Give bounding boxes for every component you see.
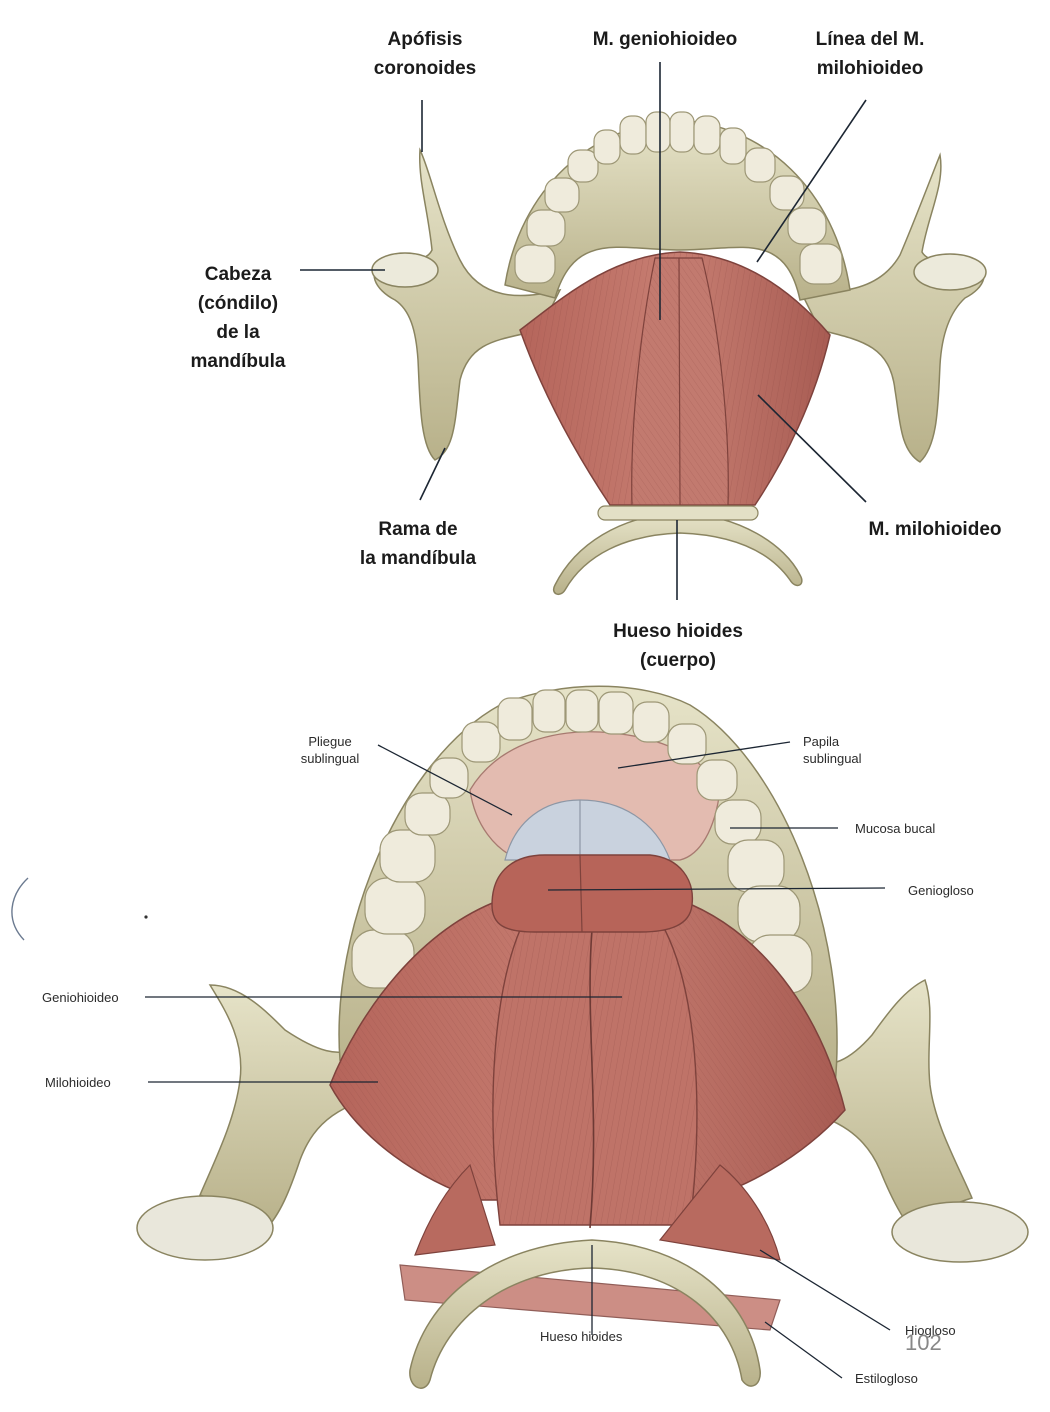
label-mucosa-bucal: Mucosa bucal — [855, 821, 936, 836]
label-m-milohioideo: M. milohioideo — [868, 519, 1002, 540]
bottom-left-hiogloso-shape — [414, 1163, 496, 1256]
bottom-right-condyle-shape — [891, 1201, 1029, 1263]
top-right-ramus-shape — [798, 152, 985, 463]
label-linea-milohioideo: Línea del M. milohioideo — [815, 29, 925, 79]
margin-dot — [144, 915, 148, 919]
bottom-leader-lines — [145, 741, 891, 1379]
label-cabeza-condilo: Cabeza (cóndilo) de la mandíbula — [190, 264, 286, 372]
bottom-teeth — [351, 689, 813, 994]
bottom-left-ramus-shape — [198, 984, 397, 1232]
top-right-condyle-shape — [913, 253, 987, 291]
label-papila-sublingual: Papila sublingual — [803, 734, 862, 766]
label-geniogloso: Geniogloso — [908, 883, 974, 898]
bottom-hueso-hioides-shape — [409, 1239, 761, 1389]
label-milohioideo: Milohioideo — [45, 1075, 111, 1090]
label-hueso-hioides-cuerpo: Hueso hioides (cuerpo) — [613, 621, 743, 671]
label-rama-mandibula: Rama de la mandíbula — [359, 519, 477, 569]
label-hueso-hioides: Hueso hioides — [540, 1329, 623, 1344]
label-hiogloso: Hiogloso — [905, 1323, 956, 1338]
bottom-geniogloso-shape — [491, 854, 694, 933]
top-teeth — [514, 111, 843, 285]
page-number: 102 — [905, 1330, 942, 1355]
bottom-left-condyle-shape — [136, 1195, 274, 1261]
top-mandible-illustration — [371, 111, 987, 596]
bottom-right-hiogloso-shape — [658, 1164, 781, 1261]
margin-mark — [11, 877, 29, 941]
label-apofisis-coronoides: Apófisis coronoides — [373, 29, 477, 79]
label-m-geniohioideo: M. geniohioideo — [592, 29, 738, 50]
bottom-mandible-illustration — [136, 685, 1029, 1389]
label-geniohioideo: Geniohioideo — [42, 990, 119, 1005]
bottom-right-ramus-shape — [788, 978, 974, 1232]
top-leader-lines — [300, 62, 867, 600]
label-estilogloso: Estilogloso — [855, 1371, 918, 1386]
top-left-ramus-shape — [373, 147, 562, 461]
label-pliegue-sublingual: Pliegue sublingual — [300, 734, 360, 766]
